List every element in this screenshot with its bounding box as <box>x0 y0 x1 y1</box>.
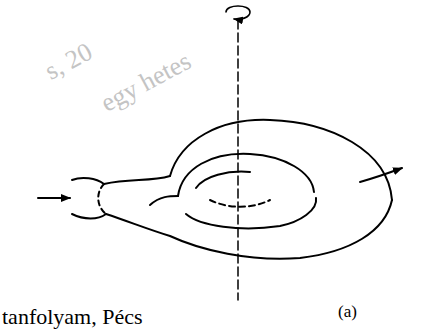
watermark-text: tanfolyam, Pécs <box>2 304 143 330</box>
figure-label: (a) <box>338 302 357 322</box>
watermark-text: egy hetes <box>96 46 196 118</box>
watermark-text: s, 20 <box>40 37 97 87</box>
